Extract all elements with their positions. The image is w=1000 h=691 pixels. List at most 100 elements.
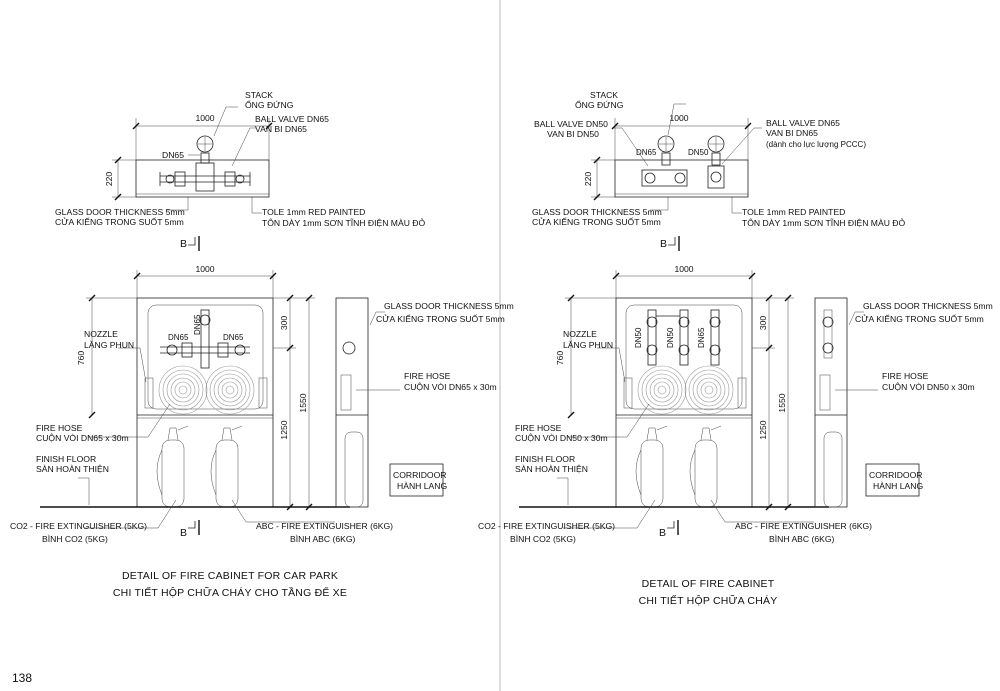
corridor-label: CORRIDOOR	[393, 470, 446, 480]
fire-hose-label-vn: CUỘN VÒI DN50 x 30m	[515, 433, 608, 443]
dim-1550-label: 1550	[777, 393, 787, 412]
ball-valve-label-vn: VAN BI DN65	[255, 124, 307, 134]
fire-hose-label: FIRE HOSE	[882, 371, 929, 381]
left-title: DETAIL OF FIRE CABINET FOR CAR PARK	[122, 570, 338, 582]
abc-extinguisher	[689, 425, 722, 508]
ball-valve-right-label-vn: VAN BI DN65	[766, 128, 818, 138]
dn-1-label: DN50	[634, 327, 643, 348]
co2-extinguisher	[156, 425, 189, 508]
finish-floor-label-vn: SÀN HOÀN THIỆN	[515, 464, 588, 474]
page-number: 138	[12, 671, 32, 685]
glass-door-label-vn: CỬA KIẾNG TRONG SUỐT 5mm	[855, 313, 984, 324]
fire-hose-label-vn: CUỘN VÒI DN65 x 30m	[36, 433, 129, 443]
corridor-label-vn: HÀNH LANG	[873, 481, 923, 491]
fire-hose-label: FIRE HOSE	[36, 423, 83, 433]
right-title: DETAIL OF FIRE CABINET	[642, 578, 775, 590]
right-subtitle: CHI TIẾT HỘP CHỮA CHÁY	[639, 594, 778, 607]
ball-valve-left-label: BALL VALVE DN50	[534, 119, 608, 129]
corridor-label-vn: HÀNH LANG	[397, 481, 447, 491]
tole-label-vn: TÔN DÀY 1mm SƠN TĨNH ĐIỆN MÀU ĐỎ	[262, 217, 426, 228]
section-mark: B	[180, 527, 187, 539]
section-mark: B	[659, 527, 666, 539]
dn-left-label: DN65	[636, 148, 657, 157]
left-side-view: GLASS DOOR THICKNESS 5mm CỬA KIẾNG TRONG…	[335, 297, 514, 508]
co2-label: CO2 - FIRE EXTINGUISHER (5KG)	[478, 521, 615, 531]
stack-pipe-symbol	[196, 135, 214, 153]
finish-floor-label-vn: SÀN HOÀN THIỆN	[36, 464, 109, 474]
right-plan-view: 1000 220 STACK ỐNG ĐỨNG BALL VALVE DN50 …	[532, 90, 906, 251]
fire-hose-label: FIRE HOSE	[404, 371, 451, 381]
dim-width-label: 1000	[674, 264, 693, 274]
co2-extinguisher	[635, 425, 668, 508]
fire-hose-label-vn: CUỘN VÒI DN50 x 30m	[882, 382, 975, 392]
glass-door-label: GLASS DOOR THICKNESS 5mm	[55, 207, 185, 217]
dim-1250-label: 1250	[279, 420, 289, 439]
dn-left-label: DN65	[168, 333, 189, 342]
dim-depth-label: 220	[583, 172, 593, 187]
finish-floor-label: FINISH FLOOR	[36, 454, 96, 464]
left-plan-view: 1000 220 STACK ỐNG ĐỨNG BALL VALVE DN65 …	[55, 90, 426, 251]
finish-floor-label: FINISH FLOOR	[515, 454, 575, 464]
abc-label-vn: BÌNH ABC (6KG)	[290, 534, 356, 544]
dim-300-label: 300	[279, 316, 289, 331]
abc-extinguisher	[210, 425, 243, 508]
ball-valve-right-note: (dành cho lực lượng PCCC)	[766, 140, 866, 149]
glass-door-label-vn: CỬA KIẾNG TRONG SUỐT 5mm	[55, 216, 184, 227]
dim-depth-label: 220	[104, 172, 114, 187]
stack-pipe-symbol	[707, 135, 725, 153]
nozzle-label: NOZZLE	[563, 329, 597, 339]
stack-label: STACK	[590, 90, 618, 100]
stack-pipe-symbol	[657, 135, 675, 153]
abc-label: ABC - FIRE EXTINGUISHER (6KG)	[735, 521, 872, 531]
abc-label-vn: BÌNH ABC (6KG)	[769, 534, 835, 544]
glass-door-label-vn: CỬA KIẾNG TRONG SUỐT 5mm	[376, 313, 505, 324]
ball-valve-left-label-vn: VAN BI DN50	[547, 129, 599, 139]
hose-reel-right	[684, 365, 734, 415]
dn-right-label: DN65	[223, 333, 244, 342]
dn-3-label: DN65	[697, 327, 706, 348]
glass-door-label: GLASS DOOR THICKNESS 5mm	[532, 207, 662, 217]
dn-label: DN65	[162, 150, 184, 160]
corridor-box	[389, 463, 444, 497]
hose-reel-left	[637, 365, 687, 415]
dim-300-label: 300	[758, 316, 768, 331]
glass-door-label: GLASS DOOR THICKNESS 5mm	[863, 301, 993, 311]
stack-label-vn: ỐNG ĐỨNG	[575, 99, 624, 110]
dim-width-label: 1000	[195, 264, 214, 274]
nozzle-left	[623, 377, 633, 409]
fire-hose-label-vn: CUỘN VÒI DN65 x 30m	[404, 382, 497, 392]
dn-right-label: DN50	[688, 148, 709, 157]
nozzle-label-vn: LĂNG PHUN	[563, 340, 613, 350]
dim-760-label: 760	[76, 351, 86, 366]
nozzle-label-vn: LĂNG PHUN	[84, 340, 134, 350]
dim-760-label: 760	[555, 351, 565, 366]
co2-label-vn: BÌNH CO2 (5KG)	[510, 534, 576, 544]
hose-reel-right	[205, 365, 255, 415]
right-elevation-view: 1000 760 300 1550 1250	[478, 264, 872, 544]
dn-vertical-label: DN65	[193, 314, 202, 335]
tole-label: TOLE 1mm RED PAINTED	[262, 207, 365, 217]
left-elevation-view: 1000 760 300 1550 1250	[10, 264, 393, 544]
fire-hose-label: FIRE HOSE	[515, 423, 562, 433]
nozzle-label: NOZZLE	[84, 329, 118, 339]
co2-label: CO2 - FIRE EXTINGUISHER (5KG)	[10, 521, 147, 531]
ball-valve-right-label: BALL VALVE DN65	[766, 118, 840, 128]
nozzle-right	[258, 377, 268, 409]
dim-1550-label: 1550	[298, 393, 308, 412]
ball-valve-label: BALL VALVE DN65	[255, 114, 329, 124]
tole-label: TOLE 1mm RED PAINTED	[742, 207, 845, 217]
stack-label: STACK	[245, 90, 273, 100]
nozzle-right	[737, 377, 747, 409]
glass-door-label-vn: CỬA KIẾNG TRONG SUỐT 5mm	[532, 216, 661, 227]
nozzle-left	[144, 377, 154, 409]
cabinet-plan-outline	[614, 159, 749, 198]
hose-reel-left	[158, 365, 208, 415]
tole-label-vn: TÔN DÀY 1mm SƠN TĨNH ĐIỆN MÀU ĐỎ	[742, 217, 906, 228]
abc-label: ABC - FIRE EXTINGUISHER (6KG)	[256, 521, 393, 531]
dim-width-label: 1000	[195, 113, 214, 123]
glass-door-label: GLASS DOOR THICKNESS 5mm	[384, 301, 514, 311]
left-subtitle: CHI TIẾT HỘP CHỮA CHÁY CHO TẦNG ĐỂ XE	[113, 586, 347, 599]
stack-label-vn: ỐNG ĐỨNG	[245, 99, 294, 110]
corridor-label: CORRIDOOR	[869, 470, 922, 480]
